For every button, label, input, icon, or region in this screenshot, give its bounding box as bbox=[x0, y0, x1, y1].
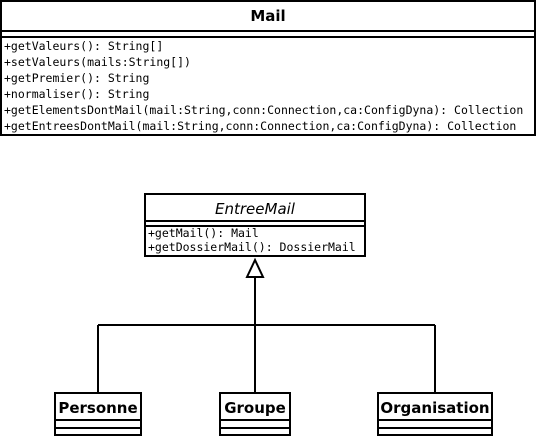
class-organisation-name: Organisation bbox=[380, 399, 489, 417]
generalization-arrowhead bbox=[245, 257, 265, 278]
class-entree-mail[interactable]: EntreeMail +getMail(): Mail +getDossierM… bbox=[144, 193, 366, 257]
class-groupe-name: Groupe bbox=[224, 399, 286, 417]
class-personne-name: Personne bbox=[58, 399, 137, 417]
entree-mail-method: +getMail(): Mail bbox=[148, 226, 259, 240]
entree-mail-method: +getDossierMail(): DossierMail bbox=[148, 240, 356, 254]
class-personne[interactable]: Personne bbox=[54, 392, 142, 436]
mail-method: +getElementsDontMail(mail:String,conn:Co… bbox=[4, 103, 523, 117]
mail-method: +getValeurs(): String[] bbox=[4, 39, 163, 53]
class-mail-name: Mail bbox=[250, 7, 285, 25]
mail-method: +getEntreesDontMail(mail:String,conn:Con… bbox=[4, 119, 516, 133]
generalization-edges bbox=[97, 257, 436, 393]
class-groupe[interactable]: Groupe bbox=[219, 392, 291, 436]
class-organisation[interactable]: Organisation bbox=[377, 392, 493, 436]
class-entree-mail-name: EntreeMail bbox=[215, 200, 296, 218]
class-mail[interactable]: Mail +getValeurs(): String[] +setValeurs… bbox=[0, 0, 536, 136]
mail-method: +setValeurs(mails:String[]) bbox=[4, 55, 191, 69]
mail-method: +normaliser(): String bbox=[4, 87, 149, 101]
mail-method: +getPremier(): String bbox=[4, 71, 149, 85]
